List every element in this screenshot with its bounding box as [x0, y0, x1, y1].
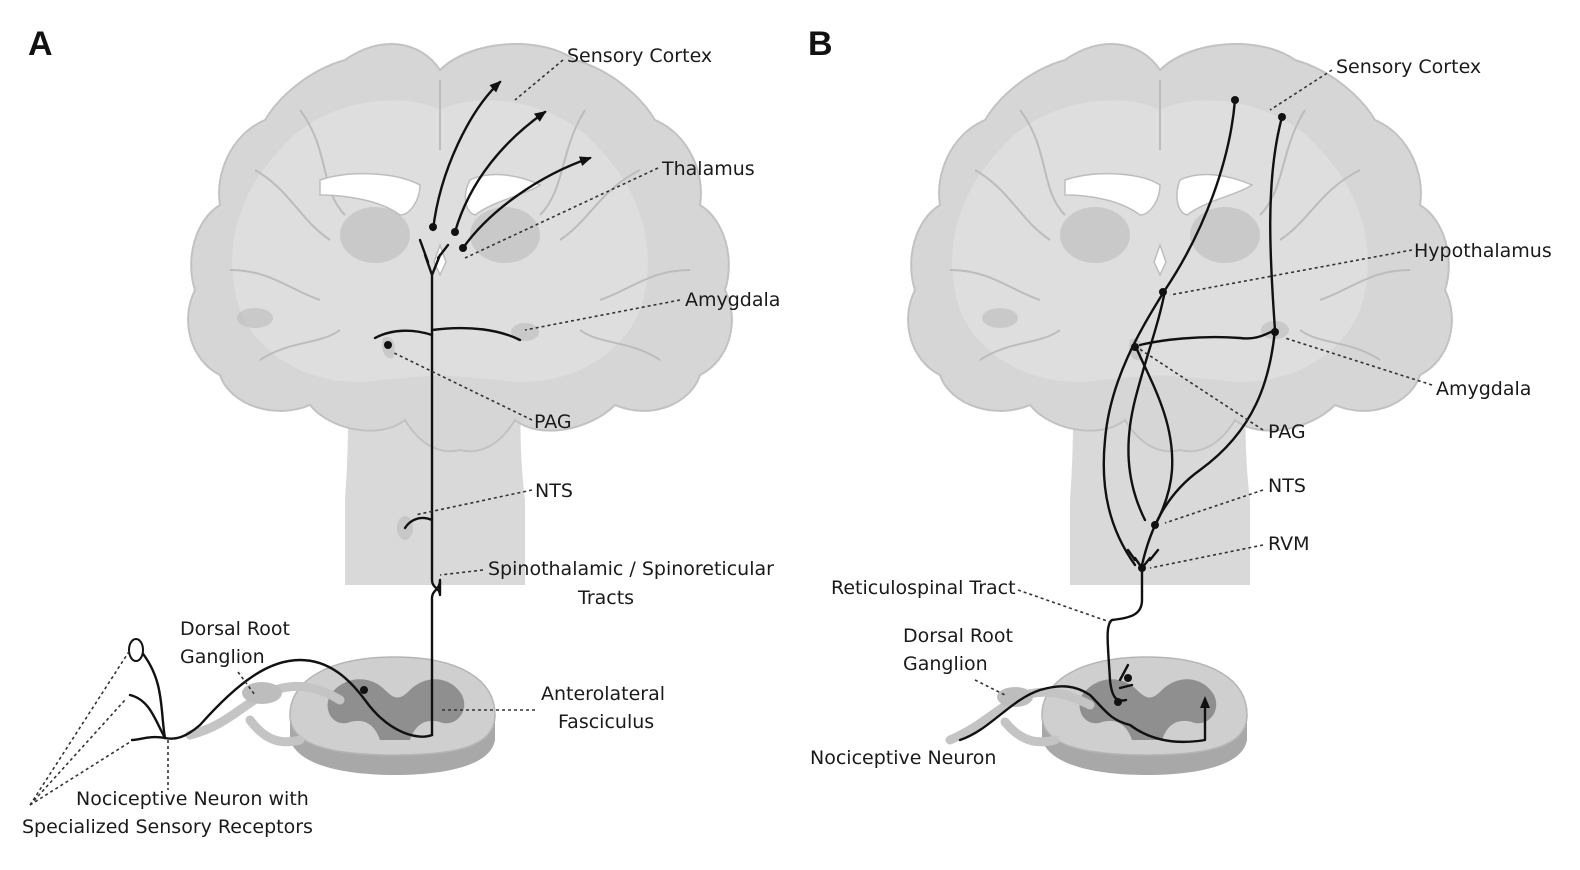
label-hypothalamus-b: Hypothalamus — [1414, 240, 1552, 262]
panel-b-letter: B — [808, 25, 833, 63]
label-nociceptive-a-line2: Specialized Sensory Receptors — [22, 816, 313, 838]
label-anterolateral-line2: Fasciculus — [558, 711, 654, 733]
lateral-ventricle-left-b — [1064, 172, 1161, 216]
label-pag-a: PAG — [534, 411, 572, 433]
label-drg-b-line1: Dorsal Root — [903, 625, 1013, 647]
label-drg-a-line1: Dorsal Root — [180, 618, 290, 640]
label-thalamus-a: Thalamus — [661, 158, 755, 180]
third-ventricle-b — [1153, 242, 1167, 277]
label-amygdala-a: Amygdala — [685, 289, 780, 311]
descending-pathway-b — [958, 96, 1286, 744]
amygdala-left-b — [982, 308, 1018, 328]
panel-b: B — [808, 25, 1552, 775]
label-amygdala-b: Amygdala — [1436, 378, 1531, 400]
label-sensory-cortex-a: Sensory Cortex — [567, 45, 712, 67]
label-spinothalamic-line2: Tracts — [577, 587, 634, 609]
white-matter-a — [232, 100, 648, 382]
ascending-pathway-a — [128, 80, 592, 742]
amygdala-right-a — [511, 323, 539, 341]
drg-body-b — [997, 687, 1033, 707]
leader-lines-b — [974, 69, 1433, 696]
label-nts-b: NTS — [1268, 475, 1306, 497]
third-ventricle-a — [433, 242, 447, 277]
leader-lines-a — [29, 59, 681, 806]
lateral-ventricle-right-b — [1176, 173, 1254, 216]
basal-ganglia-right-b — [1190, 207, 1260, 263]
gyri-b — [949, 80, 1411, 361]
white-matter-b — [952, 100, 1368, 382]
gyri-a — [229, 80, 691, 361]
label-nts-a: NTS — [535, 480, 573, 502]
label-pag-b: PAG — [1268, 421, 1306, 443]
basal-ganglia-left-a — [340, 207, 410, 263]
label-nociceptive-a-line1: Nociceptive Neuron with — [76, 788, 309, 810]
label-drg-a-line2: Ganglion — [180, 646, 265, 668]
lateral-ventricle-left-a — [319, 172, 421, 216]
basal-ganglia-right-a — [470, 207, 540, 263]
label-rvm-b: RVM — [1268, 533, 1310, 555]
ventral-root-a — [245, 715, 305, 747]
label-spinothalamic-line1: Spinothalamic / Spinoreticular — [488, 558, 774, 580]
panel-a: A — [22, 25, 780, 838]
ventral-root-b — [1000, 717, 1060, 747]
panel-a-letter: A — [28, 25, 53, 63]
label-anterolateral-line1: Anterolateral — [541, 683, 665, 705]
label-sensory-cortex-b: Sensory Cortex — [1336, 56, 1481, 78]
basal-ganglia-left-b — [1060, 207, 1130, 263]
label-nociceptive-b: Nociceptive Neuron — [810, 747, 996, 769]
label-drg-b-line2: Ganglion — [903, 653, 988, 675]
label-reticulospinal-b: Reticulospinal Tract — [831, 577, 1016, 599]
drg-body-a — [242, 682, 282, 704]
amygdala-left-a — [237, 308, 273, 328]
